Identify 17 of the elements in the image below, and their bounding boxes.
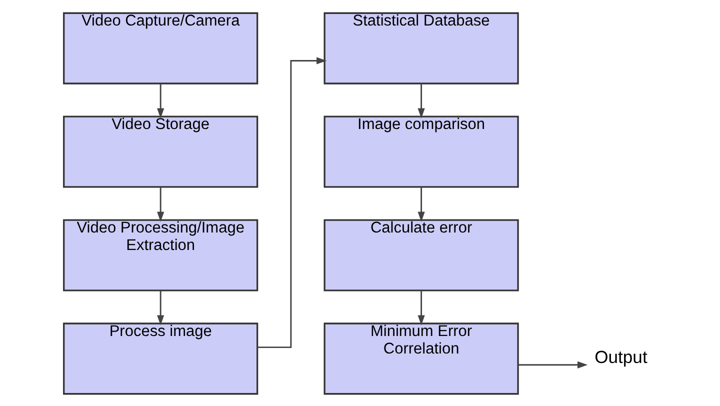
arrow	[518, 360, 588, 368]
node-box: Statistical Database	[324, 12, 519, 84]
arrow	[157, 83, 164, 118]
node-box: Process image	[63, 322, 258, 394]
node-box: Calculate error	[324, 218, 519, 291]
node-box: Image comparison	[324, 115, 519, 188]
node-text: Output	[594, 346, 648, 366]
arrow	[157, 186, 164, 222]
node-box: Video Processing/Image Extraction	[63, 218, 258, 291]
arrow	[157, 290, 164, 325]
arrow	[418, 290, 425, 325]
arrow	[418, 83, 425, 118]
arrow	[257, 56, 327, 348]
node-box: Video Storage	[63, 115, 258, 188]
node-box: Minimum Error Correlation	[324, 322, 519, 394]
node-box: Video Capture/Camera	[63, 12, 258, 84]
arrow	[418, 186, 425, 222]
